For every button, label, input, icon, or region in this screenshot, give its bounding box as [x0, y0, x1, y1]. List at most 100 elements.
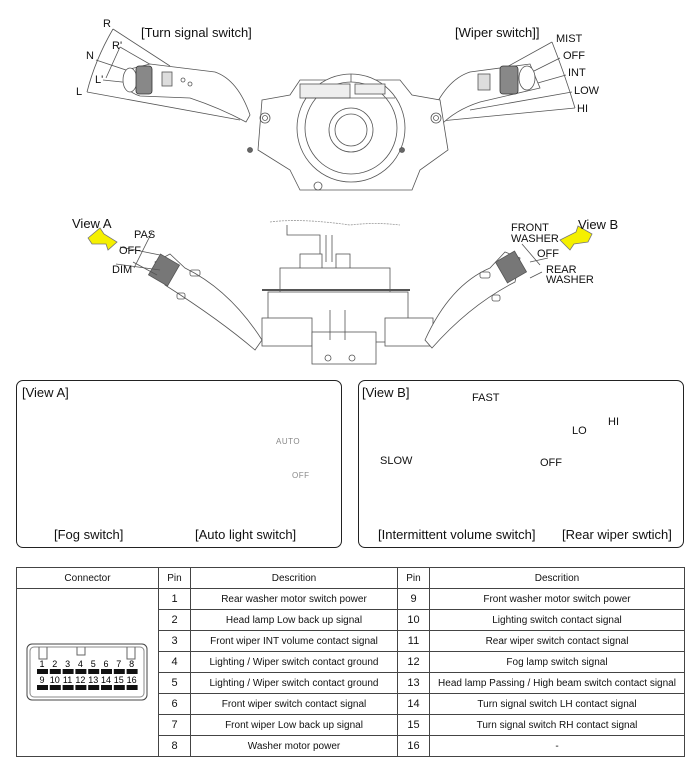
- pin-number: 6: [158, 693, 191, 715]
- pin-number: 2: [158, 609, 191, 631]
- connector-pin: [101, 684, 112, 690]
- pin-description: Lighting / Wiper switch contact ground: [190, 672, 398, 694]
- pin-description: Lighting switch contact signal: [429, 609, 685, 631]
- pin-description: Front wiper Low back up signal: [190, 714, 398, 736]
- pin-description: Fog lamp switch signal: [429, 651, 685, 673]
- lower-switch-assembly: [261, 253, 434, 365]
- connector-pin-label: 13: [88, 675, 98, 685]
- pin-description: Front wiper INT volume contact signal: [190, 630, 398, 652]
- wiper-position-low: LOW: [574, 85, 600, 97]
- pin-description: Front wiper switch contact signal: [190, 693, 398, 715]
- table-row: 8 Washer motor power 16 -: [17, 735, 685, 757]
- connector-pin-label: 12: [75, 675, 85, 685]
- connector-pin: [62, 668, 74, 674]
- view-a-position-pas: PAS: [134, 229, 156, 241]
- pin-description: Washer motor power: [190, 735, 398, 757]
- connector-pin-label: 5: [91, 659, 96, 669]
- pin-number: 16: [397, 735, 430, 757]
- connector-pin-label: 3: [65, 659, 70, 669]
- rear-wiper-position-off: OFF: [540, 457, 562, 469]
- pin-description: Turn signal switch LH contact signal: [429, 693, 685, 715]
- pin-number: 7: [158, 714, 191, 736]
- header-description-b: Descrition: [429, 567, 685, 589]
- wiring-harness: [269, 220, 401, 262]
- pin-description: Lighting / Wiper switch contact ground: [190, 651, 398, 673]
- connector-pin: [37, 668, 48, 674]
- wiper-position-mist: MIST: [556, 33, 583, 45]
- pin-number: 10: [397, 609, 430, 631]
- connector-pin-label: 15: [114, 675, 124, 685]
- connector-pin: [37, 684, 48, 690]
- connector-pin: [88, 668, 100, 674]
- turn-position-r: R: [103, 18, 111, 30]
- pin-number: 9: [397, 588, 430, 610]
- pin-number: 13: [397, 672, 430, 694]
- view-b-arrow-icon: [559, 225, 593, 251]
- view-a-stalk: [115, 231, 263, 351]
- turn-signal-title: [Turn signal switch]: [141, 25, 252, 40]
- pin-description: -: [429, 735, 685, 757]
- wiper-stalk: [429, 63, 541, 127]
- connector-pin-label: 4: [78, 659, 83, 669]
- intermittent-volume-caption: [Intermittent volume switch]: [378, 527, 536, 542]
- pin-description: Rear washer motor switch power: [190, 588, 398, 610]
- view-a-position-dim: DIM: [112, 264, 133, 276]
- view-a-position-off: OFF: [119, 245, 141, 257]
- connector-pin-label: 8: [129, 659, 134, 669]
- wiper-position-off: OFF: [563, 50, 585, 62]
- auto-light-position-auto: AUTO: [276, 437, 301, 446]
- turn-position-l: L: [76, 86, 83, 98]
- view-b-front-washer-line1: FRONT: [511, 222, 549, 234]
- turn-signal-stalk: [122, 63, 251, 123]
- turn-position-l-prime: L': [95, 74, 104, 86]
- turn-position-r-prime: R': [112, 40, 123, 52]
- auto-light-switch-caption: [Auto light switch]: [195, 527, 297, 542]
- intermittent-position-slow: SLOW: [380, 455, 413, 467]
- pin-number: 11: [397, 630, 430, 652]
- header-pin-b: Pin: [397, 567, 430, 589]
- rear-wiper-position-lo: LO: [572, 425, 587, 437]
- pin-description: Head lamp Passing / High beam switch con…: [429, 672, 685, 694]
- connector-pin: [88, 684, 100, 690]
- view-b-rear-washer-line2: WASHER: [546, 274, 594, 286]
- pin-description: Front washer motor switch power: [429, 588, 685, 610]
- header-connector: Connector: [16, 567, 159, 589]
- pin-description: Rear wiper switch contact signal: [429, 630, 685, 652]
- view-b-label: View B: [578, 217, 619, 232]
- view-b-panel: [358, 380, 684, 548]
- auto-light-position-off: OFF: [292, 471, 310, 480]
- view-a-panel: [16, 380, 342, 548]
- table-header-row: Connector Pin Descrition Pin Descrition: [16, 567, 685, 589]
- connector-pin: [62, 684, 74, 690]
- table-row: 3 Front wiper INT volume contact signal …: [17, 630, 685, 652]
- pin-number: 12: [397, 651, 430, 673]
- connector-pin: [75, 684, 87, 690]
- wiper-title: [Wiper switch]]: [455, 25, 540, 40]
- pin-number: 4: [158, 651, 191, 673]
- pin-description: Head lamp Low back up signal: [190, 609, 398, 631]
- pin-table: Connector Pin Descrition Pin Descrition …: [16, 567, 685, 757]
- connector-pin-label: 14: [101, 675, 111, 685]
- view-a-panel-title: [View A]: [22, 385, 69, 400]
- pin-number: 1: [158, 588, 191, 610]
- connector-pin-label: 7: [116, 659, 121, 669]
- intermittent-position-fast: FAST: [472, 392, 500, 404]
- pin-number: 3: [158, 630, 191, 652]
- turn-position-n: N: [86, 50, 94, 62]
- connector-pin-label: 1: [39, 659, 44, 669]
- connector-pin-label: 16: [127, 675, 137, 685]
- table-row: 5 Lighting / Wiper switch contact ground…: [17, 672, 685, 694]
- view-a-arrow-icon: [87, 227, 118, 251]
- view-b-rear-washer-line1: REAR: [546, 264, 577, 276]
- connector-pin: [49, 684, 61, 690]
- connector-pin: [101, 668, 112, 674]
- wiper-position-int: INT: [568, 67, 586, 79]
- connector-pin: [126, 684, 138, 690]
- rear-wiper-caption: [Rear wiper swtich]: [562, 527, 672, 542]
- connector-pin: [113, 684, 125, 690]
- view-b-stalk: [424, 243, 549, 349]
- connector-pin-label: 6: [103, 659, 108, 669]
